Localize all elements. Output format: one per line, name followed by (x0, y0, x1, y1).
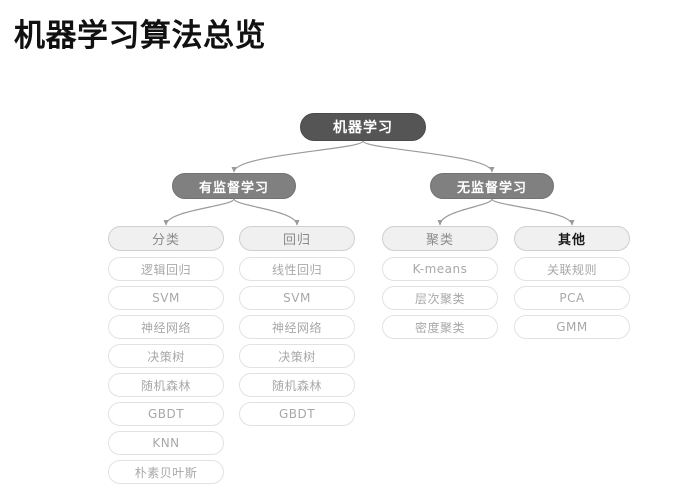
tree-leaf-regression-3[interactable]: 决策树 (239, 344, 355, 368)
node-label: PCA (559, 291, 585, 305)
node-label: KNN (152, 436, 180, 450)
node-label: 神经网络 (271, 320, 322, 335)
tree-leaf-other-0[interactable]: 关联规则 (514, 257, 630, 281)
node-label: 密度聚类 (414, 320, 465, 335)
node-label: GMM (556, 320, 588, 334)
tree-edge-4 (437, 198, 493, 226)
node-label: 机器学习 (333, 120, 393, 136)
tree-node-level2-0[interactable]: 有监督学习 (172, 173, 296, 199)
tree-node-level3-2[interactable]: 聚类 (382, 226, 498, 251)
tree-leaf-classification-6[interactable]: KNN (108, 431, 224, 455)
node-label: GBDT (278, 407, 316, 421)
node-label: 关联规则 (546, 262, 597, 277)
node-label: 层次聚类 (414, 291, 465, 306)
tree-leaf-regression-0[interactable]: 线性回归 (239, 257, 355, 281)
tree-leaf-classification-7[interactable]: 朴素贝叶斯 (108, 460, 224, 484)
tree-leaf-classification-1[interactable]: SVM (108, 286, 224, 310)
node-label: 神经网络 (140, 320, 191, 335)
node-label: 线性回归 (271, 262, 322, 277)
tree-leaf-regression-5[interactable]: GBDT (239, 402, 355, 426)
node-label: 回归 (282, 233, 311, 248)
tree-leaf-classification-5[interactable]: GBDT (108, 402, 224, 426)
node-label: 决策树 (147, 349, 185, 364)
tree-leaf-regression-1[interactable]: SVM (239, 286, 355, 310)
tree-edge-0 (231, 140, 364, 173)
tree-leaf-classification-0[interactable]: 逻辑回归 (108, 257, 224, 281)
node-label: 其他 (557, 233, 586, 248)
node-label: 随机森林 (140, 378, 191, 393)
page-title: 机器学习算法总览 (14, 18, 266, 54)
tree-node-level2-1[interactable]: 无监督学习 (430, 173, 554, 199)
tree-leaf-clustering-0[interactable]: K-means (382, 257, 498, 281)
node-label: GBDT (147, 407, 185, 421)
node-label: 分类 (151, 233, 180, 248)
tree-node-level3-3[interactable]: 其他 (514, 226, 630, 251)
tree-edge-5 (491, 198, 575, 226)
node-label: 有监督学习 (198, 180, 269, 196)
node-label: 聚类 (425, 233, 454, 248)
node-label: SVM (152, 291, 180, 305)
tree-edge-1 (362, 140, 495, 173)
tree-node-root[interactable]: 机器学习 (300, 113, 426, 141)
node-label: 随机森林 (271, 378, 322, 393)
tree-leaf-regression-4[interactable]: 随机森林 (239, 373, 355, 397)
tree-leaf-classification-2[interactable]: 神经网络 (108, 315, 224, 339)
node-label: 决策树 (278, 349, 316, 364)
tree-leaf-other-1[interactable]: PCA (514, 286, 630, 310)
node-label: 朴素贝叶斯 (134, 465, 198, 480)
tree-leaf-classification-3[interactable]: 决策树 (108, 344, 224, 368)
tree-leaf-regression-2[interactable]: 神经网络 (239, 315, 355, 339)
tree-leaf-classification-4[interactable]: 随机森林 (108, 373, 224, 397)
node-label: SVM (283, 291, 311, 305)
tree-leaf-clustering-2[interactable]: 密度聚类 (382, 315, 498, 339)
tree-edge-3 (233, 198, 300, 226)
tree-edge-2 (163, 198, 235, 226)
node-label: K-means (412, 262, 468, 276)
node-label: 逻辑回归 (140, 262, 191, 277)
tree-leaf-other-2[interactable]: GMM (514, 315, 630, 339)
node-label: 无监督学习 (456, 180, 527, 196)
tree-leaf-clustering-1[interactable]: 层次聚类 (382, 286, 498, 310)
tree-node-level3-0[interactable]: 分类 (108, 226, 224, 251)
tree-node-level3-1[interactable]: 回归 (239, 226, 355, 251)
